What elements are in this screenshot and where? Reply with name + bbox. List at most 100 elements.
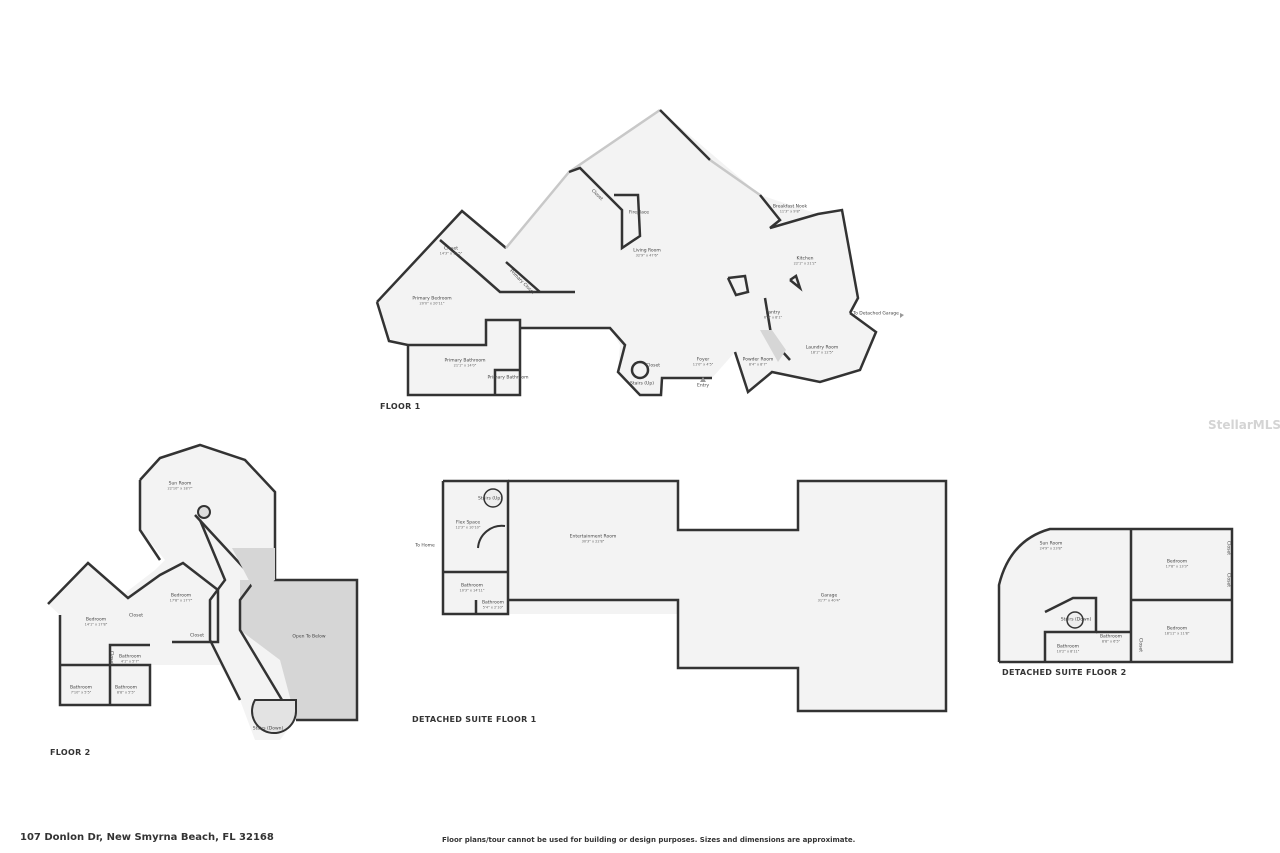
room-dimensions: 8'8" x 6'5" [1101,639,1121,644]
room-name: Stairs (Down) [252,726,284,732]
room-label: Closet [128,613,144,620]
room-label: Stairs (Down) [1060,617,1092,624]
room-name: Entertainment Room [569,534,617,540]
room-dimensions: 14'1" x 17'8" [84,622,108,627]
room-name: Primary Bathroom [444,358,486,364]
room-dimensions: 5'4" x 2'10" [482,605,504,610]
room-dimensions: 18'11" x 11'8" [1164,631,1190,636]
room-dimensions: 17'8" x 13'3" [1165,564,1189,569]
room-name: Sun Room [1039,541,1063,547]
room-dimensions: 31'7" x 40'4" [817,598,841,603]
room-name: Living Room [633,248,661,254]
disclaimer: Floor plans/tour cannot be used for buil… [442,836,856,844]
room-name: Kitchen [796,256,814,262]
detached-suite-floor-1-plan [441,479,948,713]
room-label: Closet [1225,573,1230,587]
room-name: Closet [1225,572,1231,588]
room-name: Closet [443,246,459,252]
room-name: Laundry Room [805,345,839,351]
room-name: Primary Bedroom [412,296,452,302]
watermark-logo: StellarMLS [1208,418,1280,432]
room-name: Pantry [765,310,781,316]
room-name: Closet [1225,540,1231,556]
room-name: Garage [820,593,838,599]
room-dimensions: 7'10" x 5'5" [70,690,92,695]
room-name: Primary Bathroom [487,375,529,381]
room-label: To Detached Garage [853,311,899,318]
room-label: Open To Below [292,634,326,641]
room-name: Bathroom [114,685,138,691]
room-label: Closet [646,364,660,370]
room-dimensions: 21'1" x 14'0" [453,363,477,368]
room-label: Stairs (Up) [478,496,502,503]
room-name: Bedroom [85,617,107,623]
room-dimensions: 24'9" x 23'8" [1039,546,1063,551]
room-dimensions: 14'3" x 15'5" [439,251,463,256]
floor-1-title: FLOOR 1 [380,402,421,411]
room-name: Breakfast Nook [772,204,808,210]
room-name: Bedroom [1166,559,1188,565]
room-label: Entry [697,384,709,390]
room-name: Foyer [696,357,710,363]
room-name: To Detached Garage [853,311,899,317]
room-name: Bathroom [460,583,484,589]
floor-2-plan [47,443,359,740]
room-dimensions: 11'3" x 9'8" [779,209,801,214]
room-label: Fireplace [628,210,650,217]
room-dimensions: 20'0" x 20'11" [419,301,445,306]
room-name: Stairs (Up) [478,496,502,502]
room-label: Closet [108,651,113,665]
room-name: Bathroom [118,654,142,660]
room-name: Bathroom [481,600,505,606]
room-dimensions: 32'9" x 47'6" [635,253,659,258]
room-dimensions: 8'8" x 5'5" [116,690,136,695]
room-name: To Home [415,543,435,549]
room-label: To Home [415,543,435,550]
detached-suite-floor-2-title: DETACHED SUITE FLOOR 2 [1002,668,1127,677]
room-name: Stairs (Down) [1060,617,1092,623]
room-dimensions: 10'2" x 8'11" [1056,649,1080,654]
room-name: Sun Room [168,481,192,487]
room-name: Closet [128,613,144,619]
room-dimensions: 11'0" x 4'5" [692,362,714,367]
detached-suite-floor-2-plan [997,527,1234,664]
room-name: Fireplace [628,210,650,216]
room-name: Closet [1137,637,1143,653]
room-name: Bedroom [1166,626,1188,632]
room-dimensions: 22'10" x 18'7" [167,486,193,491]
room-dimensions: 17'8" x 17'7" [169,598,193,603]
room-dimensions: 8'4" x 8'7" [748,362,768,367]
room-dimensions: 10'3" x 14'11" [459,588,485,593]
room-dimensions: 30'3" x 22'8" [581,539,605,544]
room-name: Bathroom [1099,634,1123,640]
room-dimensions: 6'3" x 8'1" [763,315,783,320]
room-dimensions: 12'3" x 10'10" [455,525,481,530]
room-name: Bathroom [1056,644,1080,650]
floor-1-plan [375,108,904,397]
room-name: Open To Below [292,634,326,640]
